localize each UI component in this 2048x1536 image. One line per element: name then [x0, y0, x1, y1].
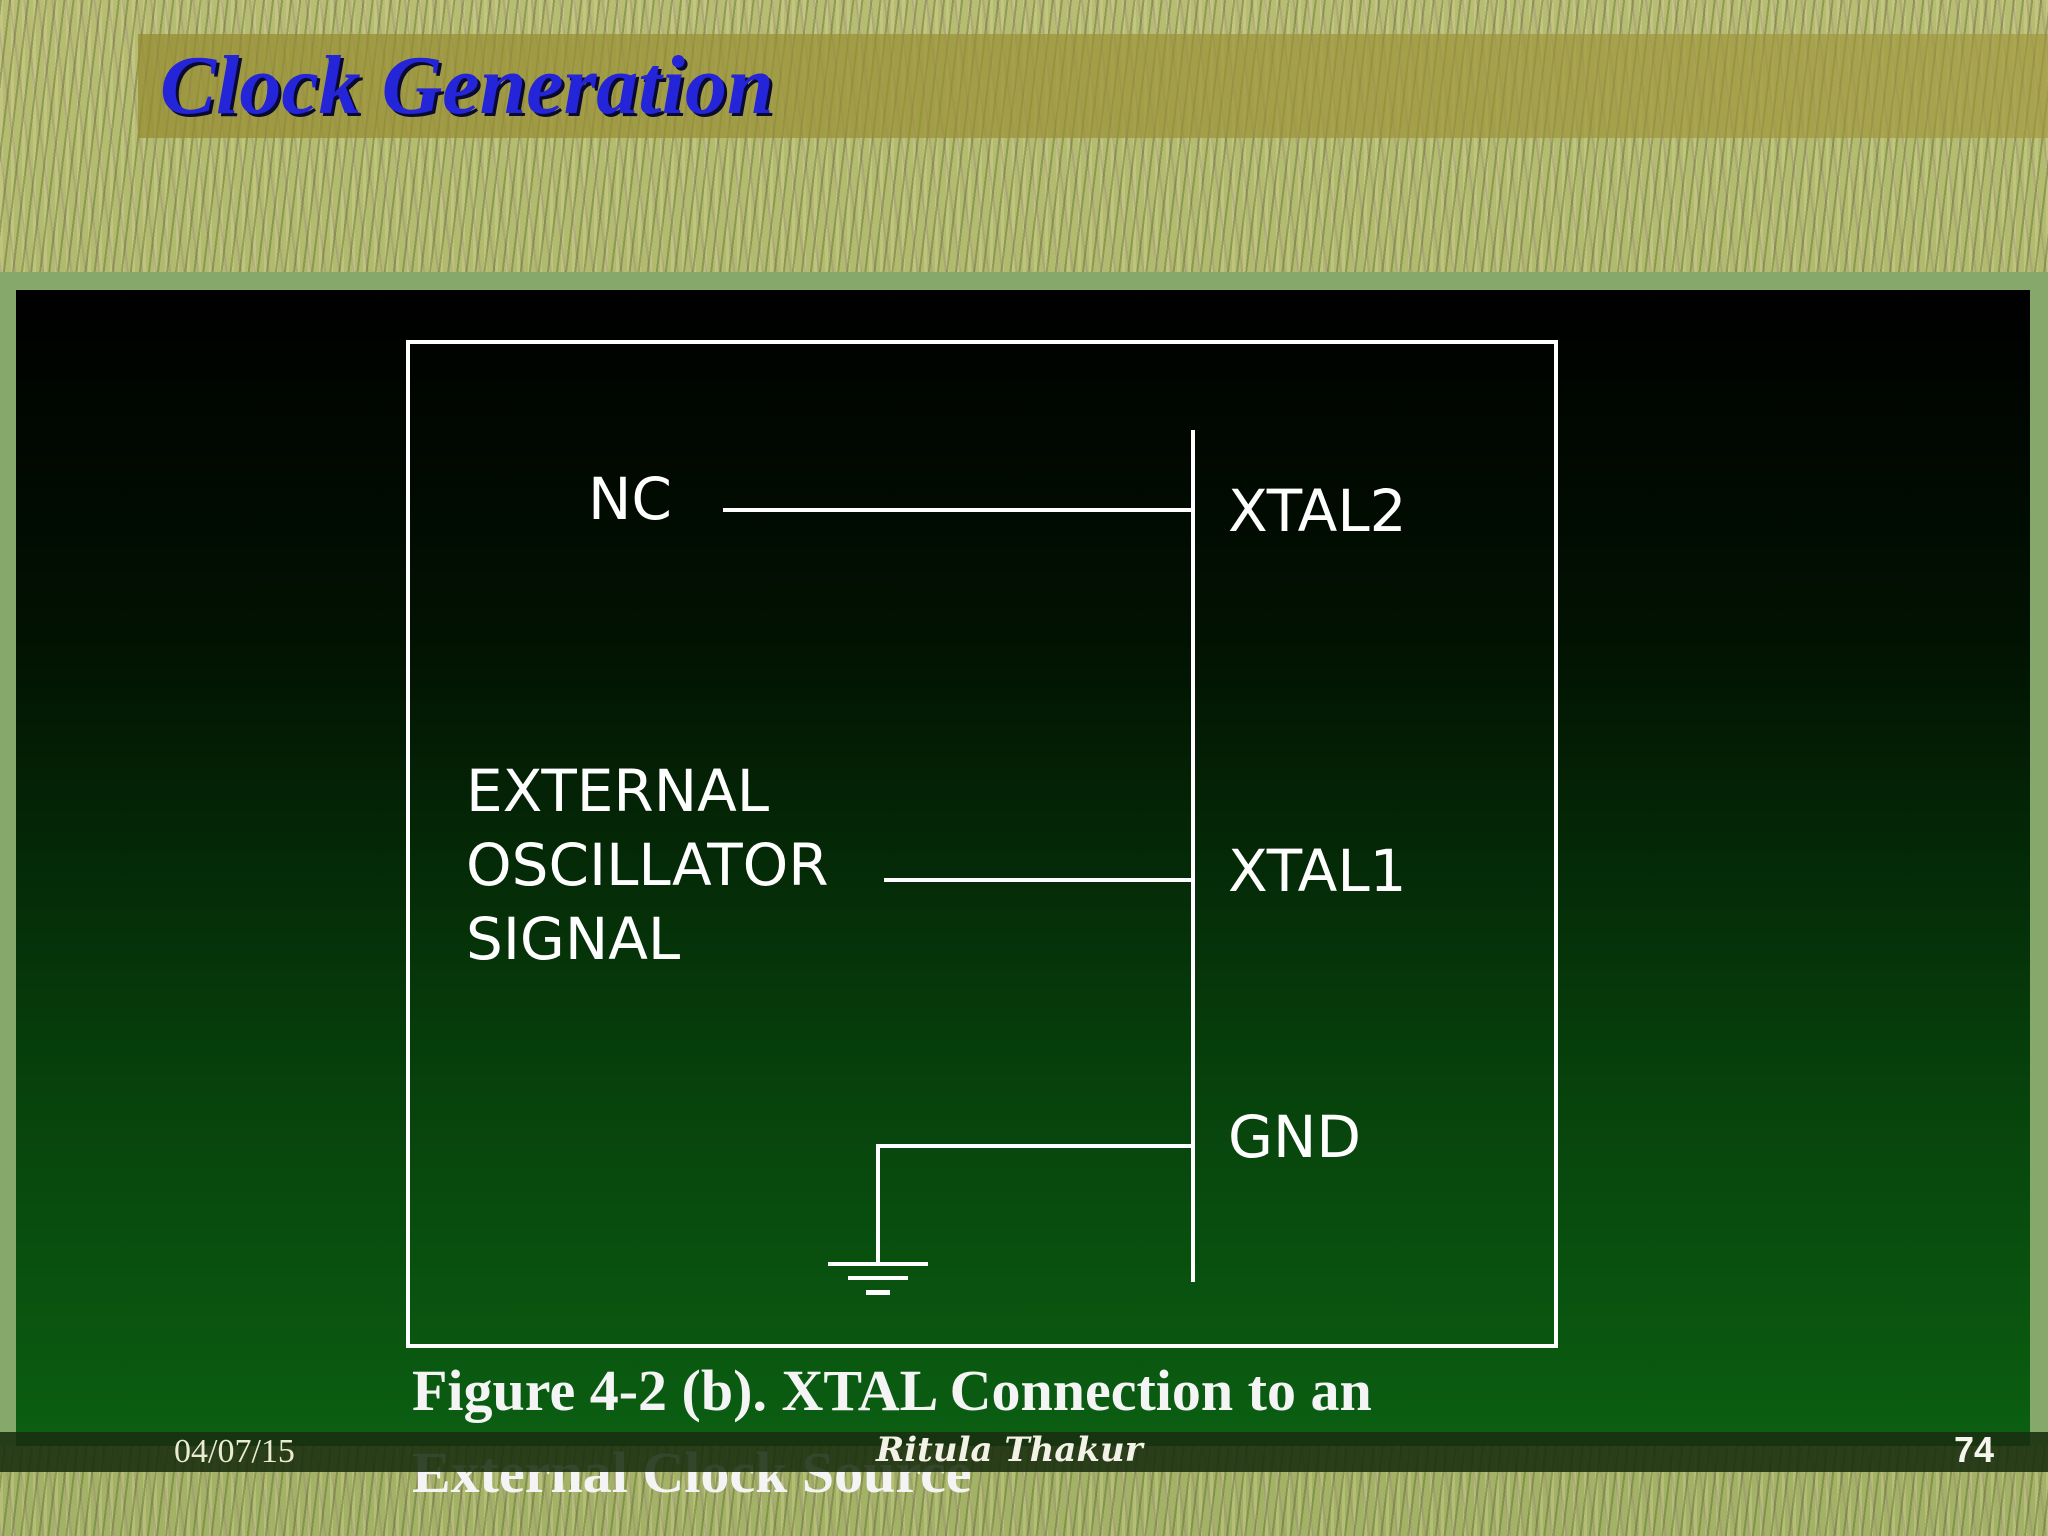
slide-title: Clock Generation	[160, 39, 774, 132]
slide-number: 74	[1953, 1429, 1994, 1470]
footer-date: 04/07/15	[174, 1433, 295, 1470]
pin-bus-line	[1191, 430, 1195, 1282]
nc-wire	[723, 508, 1193, 512]
title-band	[138, 34, 2048, 138]
oscillator-label-line3: SIGNAL	[466, 905, 681, 973]
pin-label-gnd: GND	[1228, 1103, 1361, 1171]
oscillator-label-line2: OSCILLATOR	[466, 831, 829, 899]
diagram-box: NC EXTERNAL OSCILLATOR SIGNAL XTAL2 XTAL…	[406, 340, 1558, 1348]
nc-label: NC	[588, 465, 672, 533]
oscillator-label-line1: EXTERNAL	[466, 757, 770, 825]
pin-label-xtal2: XTAL2	[1228, 477, 1407, 545]
figure-caption-line1: Figure 4-2 (b). XTAL Connection to an	[412, 1358, 1372, 1423]
footer-bar	[0, 1432, 2048, 1472]
ground-bar-top	[828, 1262, 928, 1266]
gnd-wire	[876, 1144, 1193, 1148]
ground-bar-middle	[848, 1276, 908, 1280]
content-panel	[16, 290, 2030, 1446]
oscillator-wire	[884, 878, 1193, 882]
gnd-drop-wire	[876, 1144, 880, 1264]
ground-bar-bottom	[866, 1290, 890, 1295]
footer-author: Ritula Thakur	[876, 1430, 1143, 1470]
pin-label-xtal1: XTAL1	[1228, 837, 1407, 905]
